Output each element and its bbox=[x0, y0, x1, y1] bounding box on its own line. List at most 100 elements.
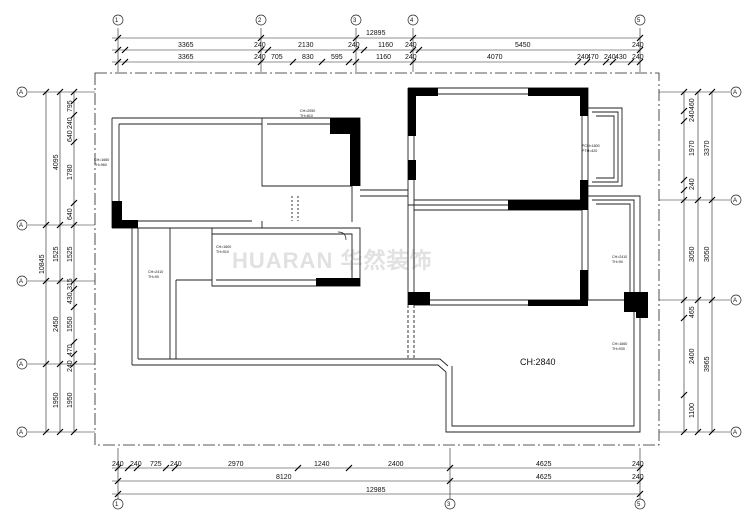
top-dim: 830 bbox=[302, 54, 314, 61]
bottom-dim: 2970 bbox=[228, 461, 244, 468]
right-dim: 1100 bbox=[689, 403, 696, 418]
note-7: CH=1660 bbox=[612, 342, 627, 346]
axis-top-2: 2 bbox=[258, 18, 262, 24]
top-dim: 2130 bbox=[298, 42, 314, 49]
left-dim: 1780 bbox=[67, 164, 74, 180]
left-dim: 470 bbox=[67, 344, 74, 356]
axis-right-d: A bbox=[733, 430, 737, 436]
axis-left-e: A bbox=[19, 430, 23, 436]
note-4: CH=2410 bbox=[148, 270, 163, 274]
right-dim: 240 bbox=[689, 178, 696, 190]
axis-top-3: 3 bbox=[353, 18, 357, 24]
top-dim: 3365 bbox=[178, 42, 194, 49]
top-overall: 12895 bbox=[366, 30, 386, 37]
left-dim: 315 bbox=[67, 278, 74, 290]
note-4b: TH=90 bbox=[148, 275, 159, 279]
left-dim: 1525 bbox=[53, 246, 60, 262]
axis-left-b: A bbox=[19, 223, 23, 229]
bottom-overall: 12985 bbox=[366, 487, 386, 494]
note-6b: TH=90 bbox=[612, 260, 623, 264]
bottom-dim: 2400 bbox=[388, 461, 404, 468]
top-dim: 5450 bbox=[515, 42, 531, 49]
bottom-dim: 240 bbox=[170, 461, 182, 468]
bottom-dim: 725 bbox=[150, 461, 162, 468]
axis-left-a: A bbox=[19, 90, 23, 96]
top-dim: 1160 bbox=[376, 54, 391, 61]
axis-bottom-1: 1 bbox=[115, 502, 119, 508]
watermark-text: HUARAN 华然装饰 bbox=[232, 248, 432, 273]
right-dim: 465 bbox=[689, 306, 696, 318]
left-dim: 640 bbox=[67, 130, 74, 142]
top-dimensions: 12895 3365 240 2130 240 1160 240 5450 24… bbox=[178, 30, 644, 61]
left-dim: 1525 bbox=[67, 246, 74, 262]
bottom-dim: 8120 bbox=[276, 474, 292, 481]
left-dim: 1950 bbox=[67, 392, 74, 408]
left-dim: 430 bbox=[67, 292, 74, 304]
axis-labels: 1 2 3 4 5 1 3 5 A A A A A A A A A bbox=[19, 18, 737, 508]
note-7b: TH=930 bbox=[612, 347, 625, 351]
right-dim: 240 bbox=[689, 110, 696, 122]
left-dim: 2450 bbox=[53, 316, 60, 332]
axis-top-4: 4 bbox=[410, 18, 414, 24]
axis-right-a: A bbox=[733, 90, 737, 96]
left-dim: 1950 bbox=[53, 392, 60, 408]
axis-top-5: 5 bbox=[637, 18, 641, 24]
axis-bottom-3: 3 bbox=[447, 502, 451, 508]
axis-right-c: A bbox=[733, 298, 737, 304]
axis-markers bbox=[16, 14, 742, 510]
axis-left-c: A bbox=[19, 279, 23, 285]
axis-bottom-5: 5 bbox=[637, 502, 641, 508]
dimension-ticks bbox=[42, 34, 716, 498]
bottom-dim: 240 bbox=[632, 461, 644, 468]
top-dim: 240 bbox=[632, 42, 644, 49]
note-5: PCH=1800 bbox=[582, 144, 600, 148]
left-dim: 795 bbox=[67, 100, 74, 112]
right-overall-1: 3370 bbox=[704, 140, 711, 156]
bottom-dim: 1240 bbox=[314, 461, 330, 468]
bottom-dim: 240 bbox=[112, 461, 124, 468]
right-dim: 460 bbox=[689, 98, 696, 110]
bottom-dim: 240 bbox=[632, 474, 644, 481]
axis-left-d: A bbox=[19, 362, 23, 368]
left-dimensions: 10845 4095 1525 2450 1950 795 240 640 17… bbox=[39, 100, 74, 408]
note-1: CH=2050 bbox=[300, 109, 315, 113]
top-dim: 240 bbox=[604, 54, 616, 61]
bottom-dim: 240 bbox=[130, 461, 142, 468]
bottom-dimensions: 240 240 725 240 2970 1240 2400 4625 240 … bbox=[112, 461, 644, 494]
right-dim: 3965 bbox=[704, 356, 711, 372]
top-dim: 240 bbox=[348, 42, 360, 49]
top-dim: 240 bbox=[254, 42, 266, 49]
structural-columns bbox=[112, 88, 648, 318]
bottom-dim: 4625 bbox=[536, 474, 552, 481]
note-2: CH=1660 bbox=[94, 158, 109, 162]
top-dim: 240 bbox=[405, 42, 417, 49]
bottom-dim: 4625 bbox=[536, 461, 552, 468]
axis-right-b: A bbox=[733, 198, 737, 204]
left-dim: 1550 bbox=[67, 316, 74, 332]
note-2b: TH=960 bbox=[94, 163, 107, 167]
note-6: CH=2410 bbox=[612, 255, 627, 259]
left-dim: 240 bbox=[67, 360, 74, 372]
axis-top-1: 1 bbox=[115, 18, 119, 24]
right-dim: 3050 bbox=[689, 246, 696, 262]
top-dim: 470 bbox=[587, 54, 599, 61]
top-dim: 705 bbox=[271, 54, 283, 61]
left-dim: 4095 bbox=[53, 154, 60, 170]
axis-boundary-frame bbox=[94, 72, 660, 446]
top-dim: 595 bbox=[331, 54, 343, 61]
left-overall: 10845 bbox=[39, 254, 46, 274]
ceiling-notes: CH=2050 TH=810 CH=1660 TH=960 CH=1600 TH… bbox=[94, 109, 627, 351]
top-dim: 240 bbox=[577, 54, 589, 61]
top-dim: 1160 bbox=[378, 42, 393, 49]
note-5b: PTH=420 bbox=[582, 149, 597, 153]
top-dim: 3365 bbox=[178, 54, 194, 61]
dimension-lines bbox=[28, 28, 730, 500]
right-dimensions: 460 240 1970 240 3370 3050 3050 465 2400… bbox=[689, 98, 711, 418]
left-dim: 640 bbox=[67, 208, 74, 220]
note-3: CH=1600 bbox=[216, 245, 231, 249]
top-dim: 240 bbox=[254, 54, 266, 61]
top-dim: 4070 bbox=[487, 54, 503, 61]
note-1b: TH=810 bbox=[300, 114, 313, 118]
right-dim: 1970 bbox=[689, 140, 696, 156]
